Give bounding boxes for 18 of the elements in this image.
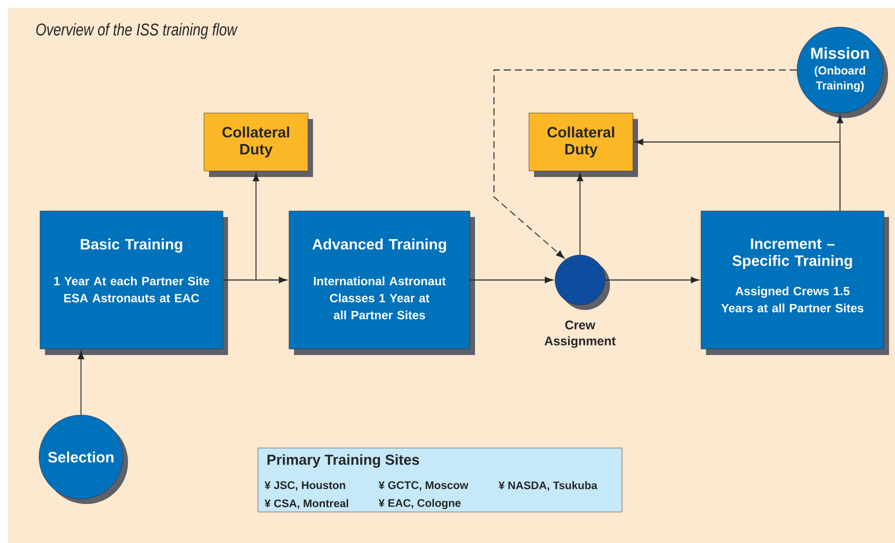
circle-node: [554, 254, 610, 310]
sites-box: Primary Training Sites ¥ JSC, Houston ¥ GCTC, Moscow ¥ NASDA, Tsukuba ¥ CSA, Montreal ¥ EAC, Cologne: [258, 448, 622, 512]
duty-box: Collateral Duty: [528, 112, 638, 177]
arrow: [576, 172, 584, 256]
arrow: [634, 138, 840, 212]
circle-node: Mission (Onboard Training): [796, 26, 888, 118]
process-box: Basic Training 1 Year At each Partner Site ESA Astronauts at EAC: [40, 210, 228, 355]
arrow: [470, 276, 554, 284]
circle-node: Selection: [38, 414, 128, 504]
process-box: Increment – Specific Training Assigned Crews 1.5 Years at all Partner Sites: [700, 210, 889, 355]
duty-box: Collateral Duty: [204, 112, 313, 177]
diagram-title: Overview of the ISS training flow: [36, 23, 238, 39]
process-box: Advanced Training International Astronaut Classes 1 Year at all Partner Sites: [288, 210, 475, 355]
arrow: [494, 70, 798, 258]
node-caption: Crew Assignment: [544, 320, 616, 348]
arrow: [78, 350, 84, 416]
arrow: [222, 172, 260, 280]
arrow: [604, 276, 700, 284]
